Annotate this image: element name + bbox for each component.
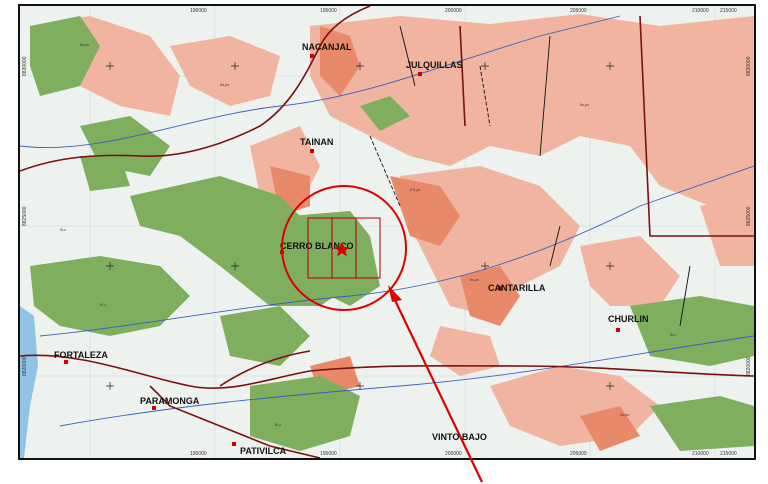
unit-label: Ks-pv xyxy=(470,278,479,282)
unit-label: Ki-c xyxy=(670,333,676,337)
coord-bottom-6: 215000 xyxy=(720,451,737,457)
place-label-paramonga: PARAMONGA xyxy=(140,396,200,406)
coord-top-3: 200000 xyxy=(445,8,462,14)
sea-area xyxy=(20,306,38,458)
coord-top-4: 205000 xyxy=(570,8,587,14)
coord-bottom-3: 200000 xyxy=(445,451,462,457)
place-label-churlin: CHURLIN xyxy=(608,314,649,324)
coord-bottom-5: 210000 xyxy=(692,451,709,457)
unit-label: Ki-c xyxy=(275,423,281,427)
place-label-vinto-bajo: VINTO BAJO xyxy=(432,432,487,442)
coord-top-1: 190000 xyxy=(190,8,207,14)
coord-top-6: 215000 xyxy=(720,8,737,14)
map-canvas: 190000 195000 200000 205000 210000 21500… xyxy=(20,6,754,458)
geologic-map: 190000 195000 200000 205000 210000 21500… xyxy=(18,4,756,460)
marker-fortaleza xyxy=(64,360,68,364)
unit-label: KTi-pv xyxy=(410,188,420,192)
place-label-tainan: TAINAN xyxy=(300,137,333,147)
marker-cantarilla xyxy=(498,286,502,290)
coord-bottom-1: 190000 xyxy=(190,451,207,457)
unit-label: Ks-pv xyxy=(580,103,589,107)
coord-bottom-4: 205000 xyxy=(570,451,587,457)
coord-left-3: 8820000 xyxy=(22,356,28,376)
study-area-grid xyxy=(307,217,381,279)
unit-label: Ki-c xyxy=(60,228,66,232)
grid-cell xyxy=(355,217,381,279)
target-star-icon xyxy=(334,242,350,257)
coord-top-5: 210000 xyxy=(692,8,709,14)
coord-top-2: 195000 xyxy=(320,8,337,14)
coord-left-1: 8830000 xyxy=(22,56,28,76)
roads xyxy=(20,6,754,458)
unit-label: Ks-pv xyxy=(220,83,229,87)
place-label-fortaleza: FORTALEZA xyxy=(54,350,108,360)
coord-right-1: 8830000 xyxy=(746,56,752,76)
place-label-pativilca: PATIVILCA xyxy=(240,446,287,456)
green-units xyxy=(30,16,754,451)
grid-crosses xyxy=(106,62,614,390)
place-label-nacanjal: NACANJAL xyxy=(302,42,352,52)
highlight-circle xyxy=(281,185,407,311)
coord-right-2: 8825000 xyxy=(746,206,752,226)
coord-bottom-2: 195000 xyxy=(320,451,337,457)
marker-pativilca xyxy=(232,442,236,446)
marker-julquillas xyxy=(418,72,422,76)
unit-label: Ks-pv xyxy=(620,413,629,417)
marker-churlin xyxy=(616,328,620,332)
coord-right-3: 8820000 xyxy=(746,356,752,376)
place-label-julquillas: JULQUILLAS xyxy=(406,60,463,70)
unit-label: Ki-c xyxy=(100,303,106,307)
coord-left-2: 8825000 xyxy=(22,206,28,226)
faults xyxy=(369,25,691,327)
place-label-cantarilla: CANTARILLA xyxy=(488,283,546,293)
place-label-cerro-blanco: CERRO BLANCO xyxy=(280,241,354,251)
marker-paramonga xyxy=(152,406,156,410)
marker-tainan xyxy=(310,149,314,153)
unit-label: Ks-pv xyxy=(80,43,89,47)
marker-nacanjal xyxy=(310,54,314,58)
